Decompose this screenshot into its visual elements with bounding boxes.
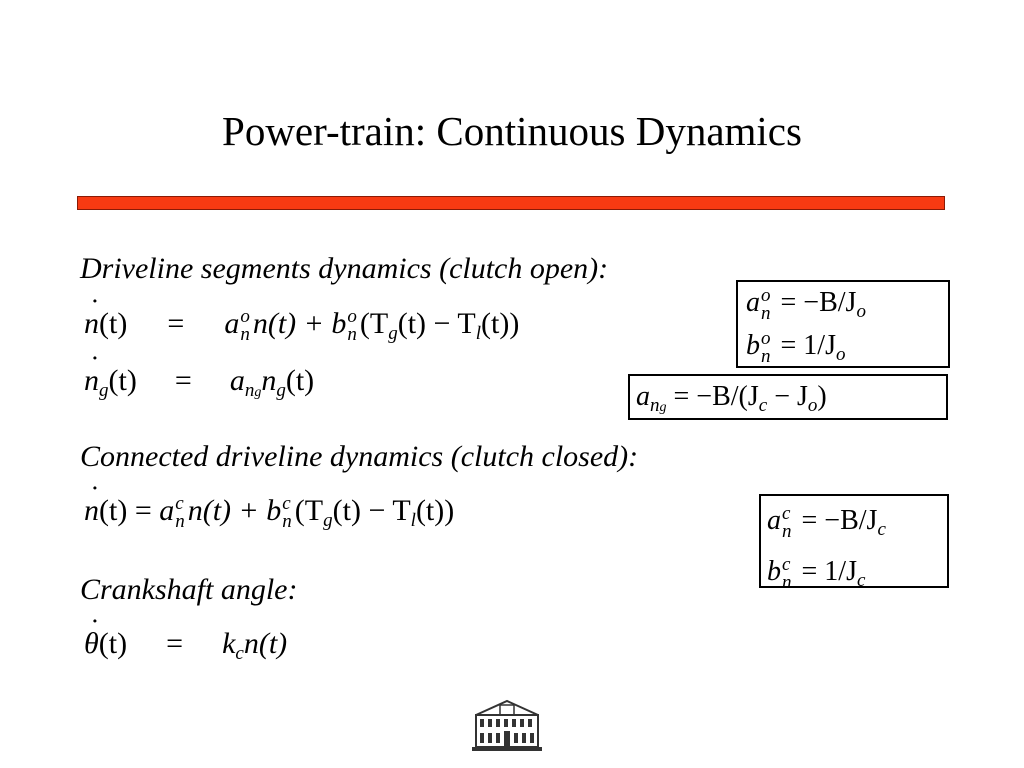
clutch-closed-heading: Connected driveline dynamics (clutch clo… [80, 440, 639, 473]
equation-theta-dot: θ(t) = kcn(t) [84, 611, 287, 673]
building-logo-icon [470, 697, 544, 753]
crankshaft-heading: Crankshaft angle: [80, 573, 298, 606]
clutch-open-heading: Driveline segments dynamics (clutch open… [80, 252, 609, 285]
equation-ng-dot: ng(t) = angng(t) [84, 348, 314, 412]
gear-parameter-box: ang = −B/(Jc − Jo) [628, 374, 948, 420]
title-divider-bar [77, 196, 945, 210]
slide-title: Power-train: Continuous Dynamics [222, 108, 802, 154]
